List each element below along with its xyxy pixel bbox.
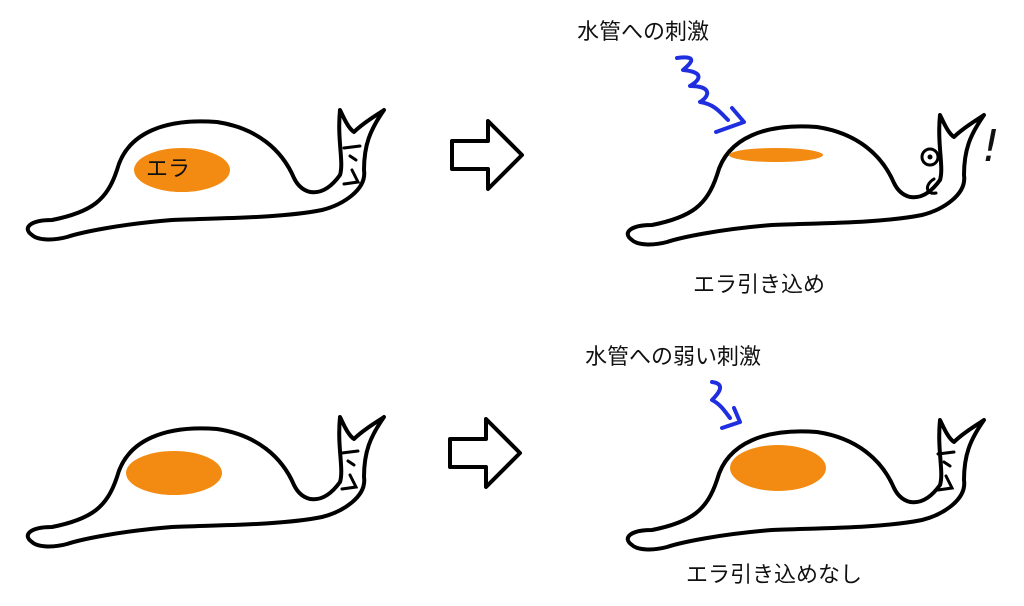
gill-label: エラ xyxy=(146,157,191,182)
caption-no-withdrawal: エラ引き込めなし xyxy=(686,563,863,588)
stimulus-squiggle-weak xyxy=(710,380,732,420)
stimulus-arrowhead-strong xyxy=(714,106,746,134)
gill-ellipse xyxy=(126,451,222,495)
exclamation-mark: ! xyxy=(982,121,1000,172)
gill-ellipse xyxy=(134,148,230,192)
arrow-top xyxy=(450,119,524,191)
stimulus-label-strong: 水管への刺激 xyxy=(577,20,710,45)
snail-mouth xyxy=(926,177,938,195)
gill-retracted xyxy=(729,148,823,162)
snail-face xyxy=(340,449,360,491)
stimulus-arrowhead-weak xyxy=(720,406,742,430)
snail-face xyxy=(936,450,956,492)
stimulus-label-weak: 水管への弱い刺激 xyxy=(585,345,762,370)
stimulus-squiggle-strong xyxy=(675,55,730,122)
snail-top-left xyxy=(25,108,386,242)
snail-face xyxy=(342,144,362,186)
snail-bottom-right xyxy=(625,418,986,552)
caption-withdrawal: エラ引き込め xyxy=(693,273,826,298)
arrow-bottom xyxy=(448,417,522,489)
snail-top-right xyxy=(625,113,986,247)
snail-bottom-left xyxy=(25,415,386,549)
gill-ellipse xyxy=(730,445,826,491)
